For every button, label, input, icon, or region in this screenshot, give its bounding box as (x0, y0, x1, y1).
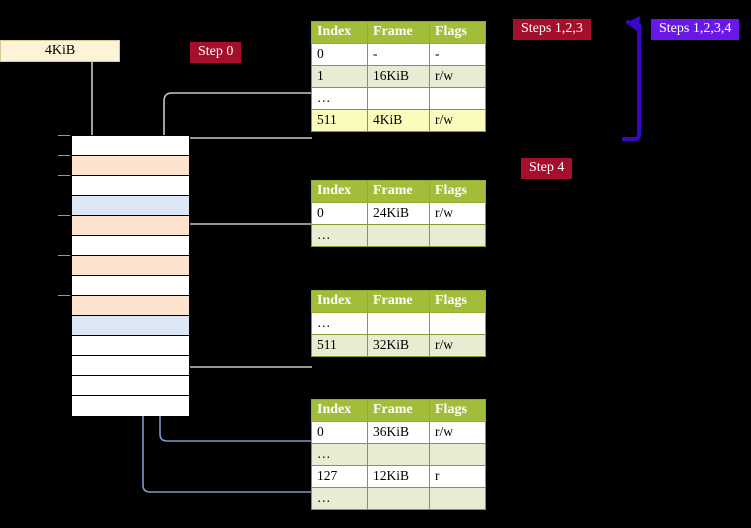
cell-frame: 32KiB (367, 334, 430, 357)
memory-tick (58, 295, 70, 296)
steps-1234-badge: Steps 1,2,3,4 (651, 19, 740, 40)
memory-frame-row (72, 276, 189, 296)
memory-frame-row (72, 176, 189, 196)
cell-index: 0 (311, 43, 368, 66)
cell-index: … (311, 87, 368, 110)
cell-index: 0 (311, 202, 368, 225)
table-row: … (311, 87, 486, 110)
cell-frame: 16KiB (367, 65, 430, 88)
memory-frame-row (72, 356, 189, 376)
cell-index: … (311, 443, 368, 466)
cell-index: … (311, 312, 368, 335)
kib-frame-label: 4KiB (0, 40, 120, 62)
memory-frame-row (72, 196, 189, 216)
column-header-flags: Flags (429, 290, 486, 313)
cell-index: 511 (311, 109, 368, 132)
table-row: … (311, 224, 486, 247)
column-header-flags: Flags (429, 180, 486, 203)
cell-index: … (311, 224, 368, 247)
memory-tick (58, 155, 70, 156)
column-header-flags: Flags (429, 21, 486, 44)
memory-tick (58, 135, 70, 136)
cell-flags: - (429, 43, 486, 66)
cell-flags: r/w (429, 202, 486, 225)
column-header-index: Index (311, 180, 368, 203)
cell-frame: 24KiB (367, 202, 430, 225)
cell-flags (429, 87, 486, 110)
cell-flags: r/w (429, 65, 486, 88)
cell-flags (429, 312, 486, 335)
table-row: … (311, 443, 486, 466)
cell-flags: r/w (429, 109, 486, 132)
cell-flags (429, 443, 486, 466)
steps-123-badge: Steps 1,2,3 (513, 19, 591, 40)
memory-tick (58, 255, 70, 256)
cell-flags: r (429, 465, 486, 488)
column-header-frame: Frame (367, 290, 430, 313)
column-header-frame: Frame (367, 399, 430, 422)
step-4-badge: Step 4 (521, 158, 573, 179)
column-header-index: Index (311, 290, 368, 313)
cell-frame: 12KiB (367, 465, 430, 488)
cell-frame: - (367, 43, 430, 66)
cell-flags (429, 487, 486, 510)
memory-frame-row (72, 316, 189, 336)
cell-index: 127 (311, 465, 368, 488)
memory-frame-row (72, 236, 189, 256)
table-row: 0-- (311, 43, 486, 66)
cell-frame (367, 443, 430, 466)
cell-flags: r/w (429, 334, 486, 357)
memory-frame-row (72, 156, 189, 176)
cell-frame (367, 312, 430, 335)
physical-memory-column (71, 135, 190, 416)
cell-index: 1 (311, 65, 368, 88)
memory-frame-row (72, 336, 189, 356)
step-0-badge: Step 0 (190, 42, 242, 63)
cell-index: 0 (311, 421, 368, 444)
memory-frame-row (72, 216, 189, 236)
cell-frame: 36KiB (367, 421, 430, 444)
table-row: … (311, 487, 486, 510)
cell-frame (367, 224, 430, 247)
memory-frame-row (72, 376, 189, 396)
cell-index: 511 (311, 334, 368, 357)
column-header-index: Index (311, 399, 368, 422)
column-header-flags: Flags (429, 399, 486, 422)
cell-frame: 4KiB (367, 109, 430, 132)
memory-tick (58, 175, 70, 176)
cell-index: … (311, 487, 368, 510)
column-header-frame: Frame (367, 180, 430, 203)
cell-flags (429, 224, 486, 247)
column-header-frame: Frame (367, 21, 430, 44)
cell-frame (367, 487, 430, 510)
table-row: … (311, 312, 486, 335)
cell-flags: r/w (429, 421, 486, 444)
memory-frame-row (72, 396, 189, 416)
memory-frame-row (72, 136, 189, 156)
cell-frame (367, 87, 430, 110)
memory-tick (58, 215, 70, 216)
memory-frame-row (72, 256, 189, 276)
column-header-index: Index (311, 21, 368, 44)
memory-frame-row (72, 296, 189, 316)
